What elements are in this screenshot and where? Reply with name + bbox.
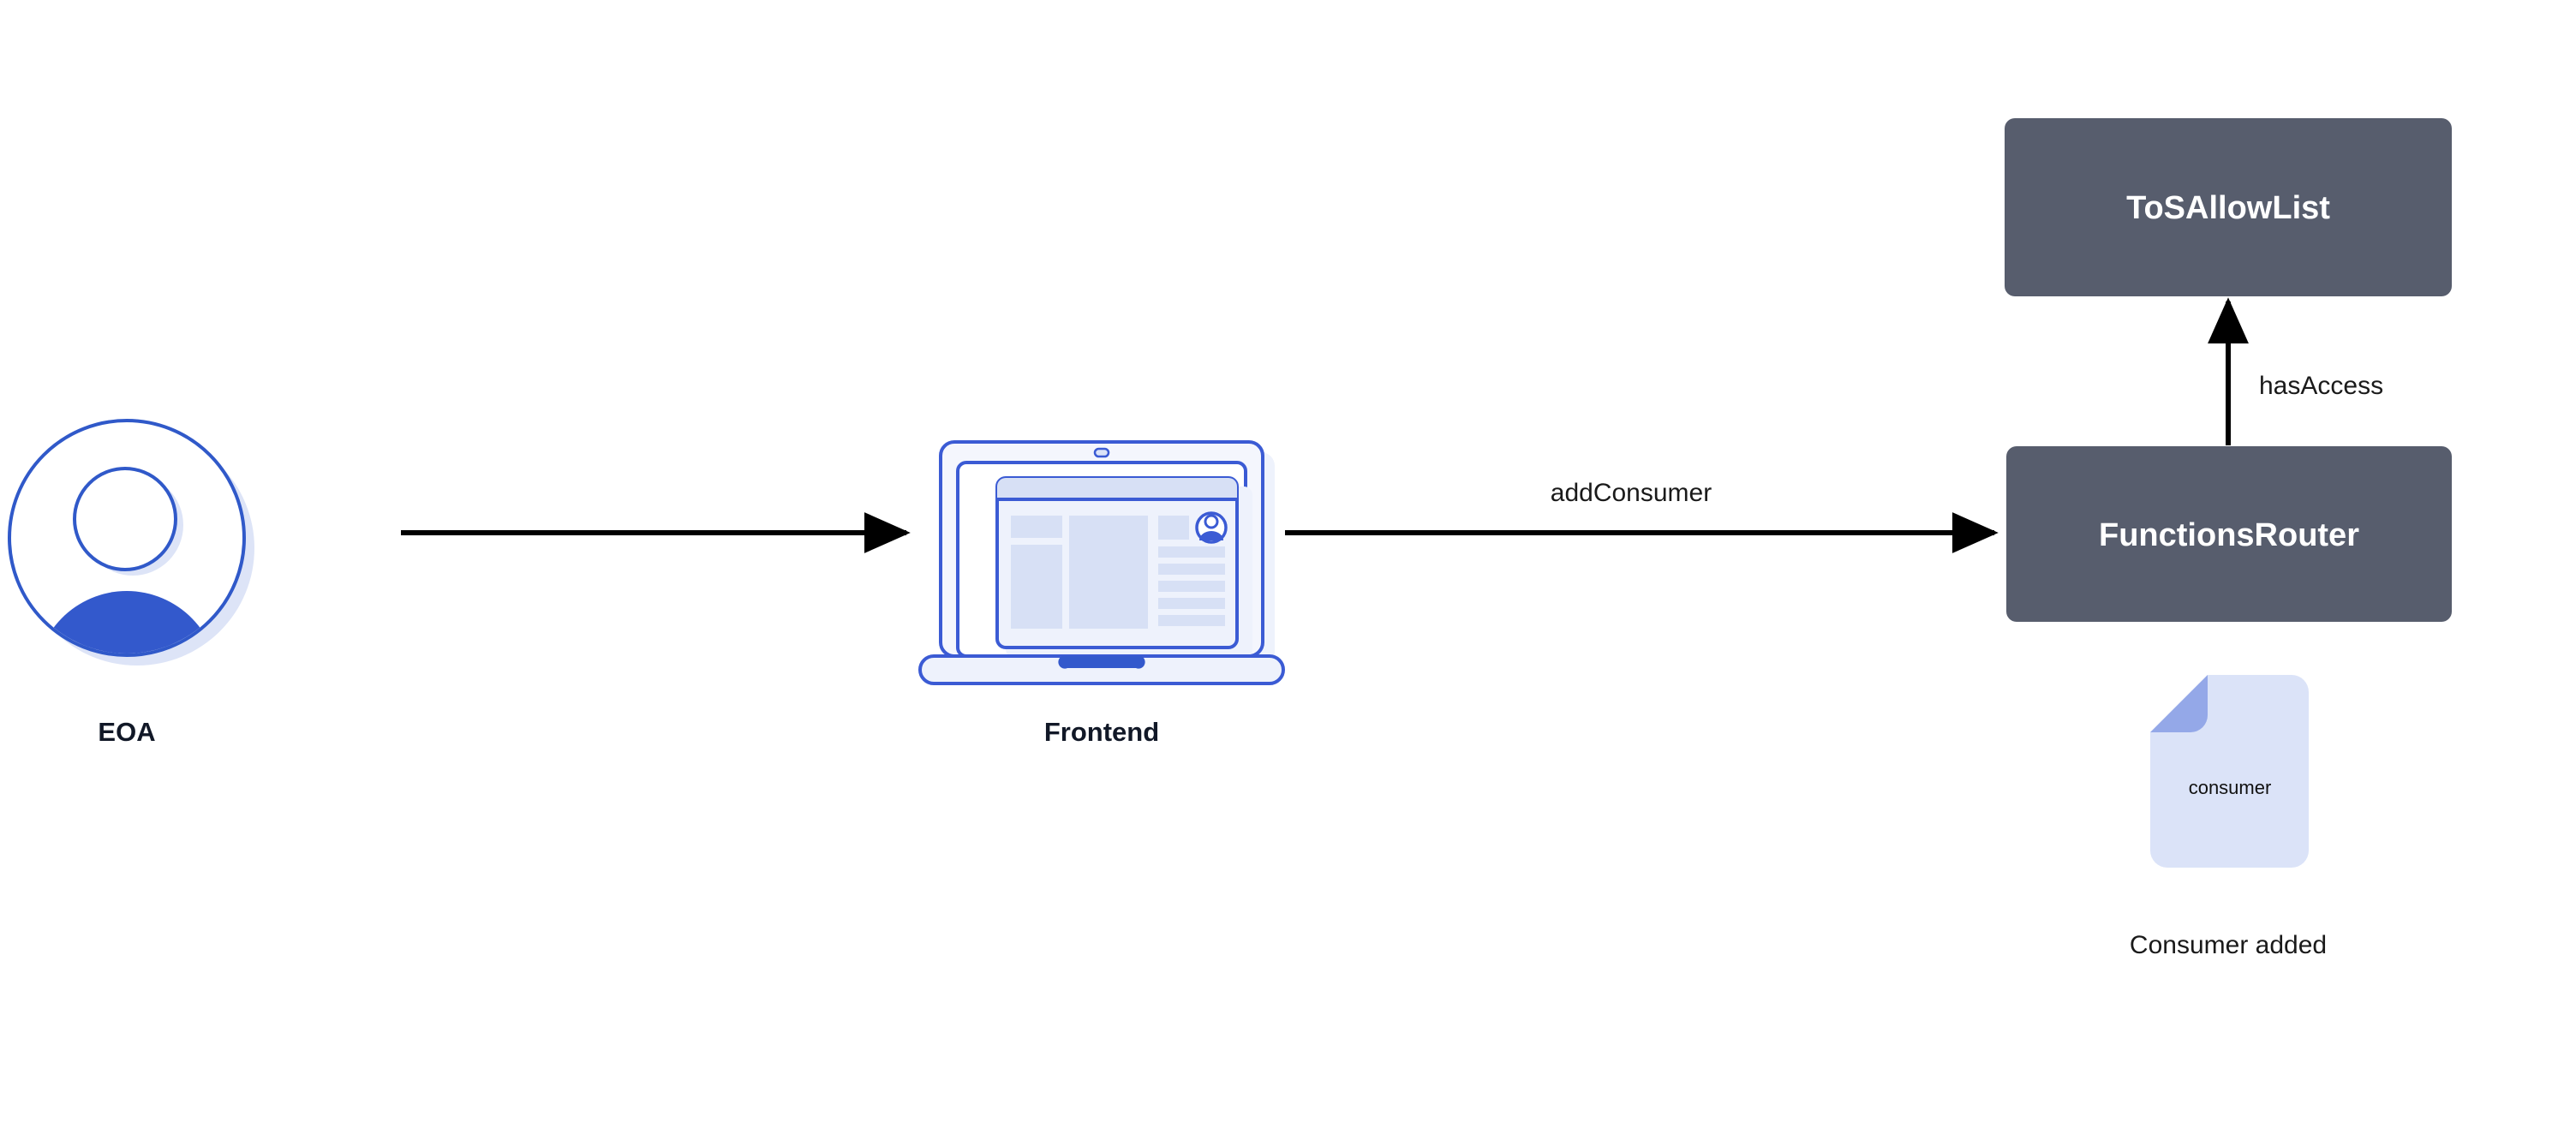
consumer-artifact[interactable]: consumer Consumer added: [2130, 675, 2327, 959]
screen-avatar-icon: [1195, 511, 1228, 544]
functions-router-label: FunctionsRouter: [2099, 517, 2359, 553]
edge-frontend-to-router: addConsumer: [1285, 479, 1999, 553]
eoa-label: EOA: [98, 717, 155, 747]
user-avatar-icon: [8, 419, 254, 665]
laptop-icon: [918, 440, 1285, 685]
edge-label-has-access: hasAccess: [2259, 372, 2383, 400]
edge-router-to-allowlist: hasAccess: [2208, 297, 2383, 445]
document-file-label: consumer: [2189, 777, 2272, 798]
tos-allow-list-label: ToSAllowList: [2126, 190, 2330, 226]
eoa-actor[interactable]: EOA: [8, 419, 254, 779]
consumer-added-caption: Consumer added: [2130, 931, 2327, 959]
tos-allow-list-box[interactable]: ToSAllowList: [2005, 118, 2452, 296]
edge-label-add-consumer: addConsumer: [1551, 479, 1712, 507]
functions-router-box[interactable]: FunctionsRouter: [2006, 446, 2452, 622]
document-icon: [2150, 675, 2309, 868]
frontend-label: Frontend: [1044, 717, 1159, 747]
frontend-actor[interactable]: Frontend: [918, 440, 1285, 747]
